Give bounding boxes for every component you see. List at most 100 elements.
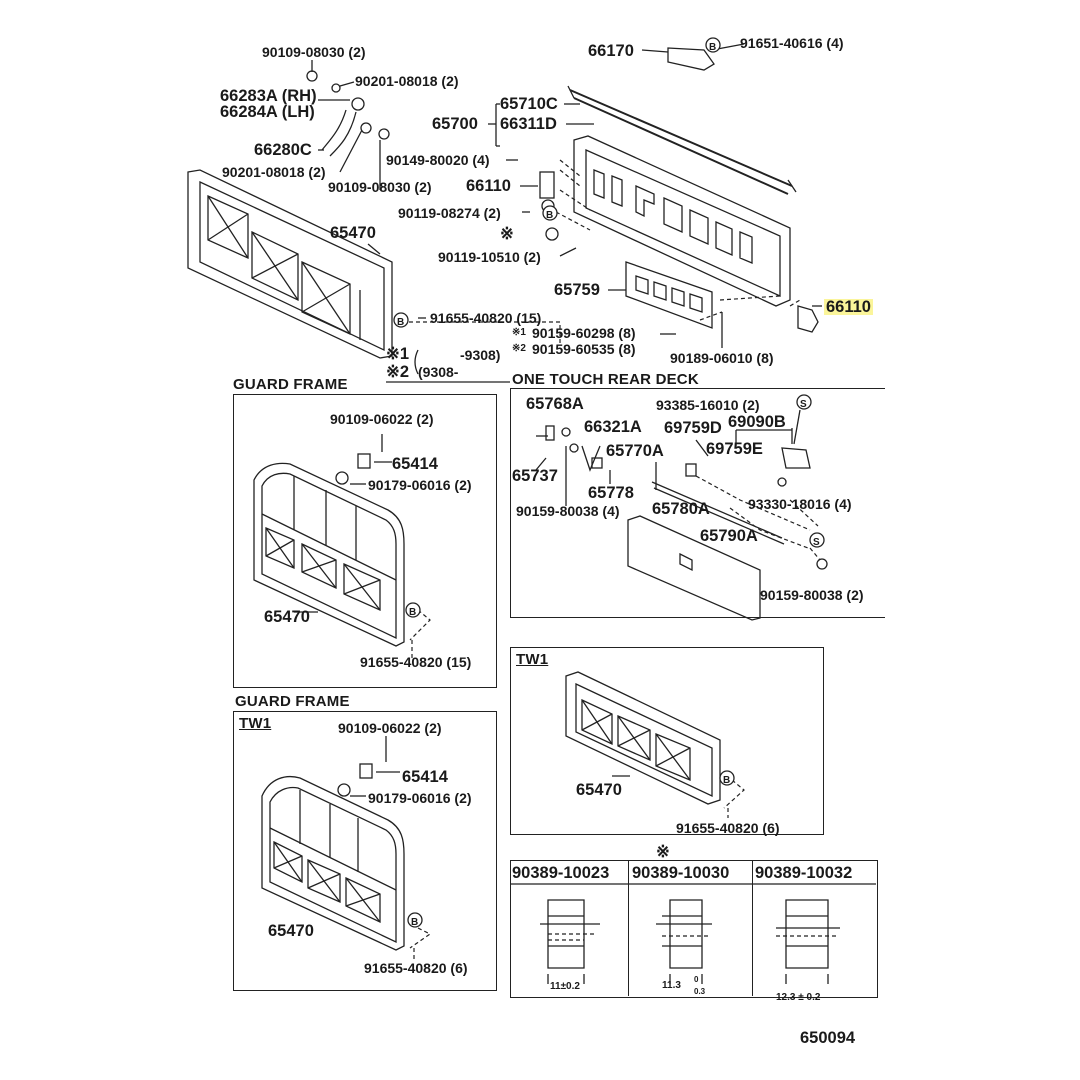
label-asterisk-main: ※ — [500, 225, 514, 243]
rd-label-90159-80038-4: 90159-80038 (4) — [516, 503, 620, 519]
guard-frame-tw1-drawing — [261, 736, 432, 960]
label-66110-left: 66110 — [466, 177, 511, 195]
label-65710C: 65710C — [500, 95, 558, 113]
label-66170: 66170 — [588, 42, 634, 60]
circle-s-2: S — [813, 537, 820, 548]
guard-frame-title: GUARD FRAME — [233, 376, 348, 393]
rd-label-69759D: 69759D — [664, 419, 722, 437]
label-65759: 65759 — [554, 281, 600, 299]
gf-label-screw: 91655-40820 (15) — [360, 654, 472, 670]
rd-label-93330: 93330-18016 (4) — [748, 496, 852, 512]
spacer-table-box — [510, 860, 878, 998]
gf-tw1-label-bolt: 90109-06022 (2) — [338, 720, 442, 736]
circle-s-1: S — [800, 399, 807, 410]
tw1-box — [510, 647, 824, 835]
rd-label-65737: 65737 — [512, 467, 558, 485]
label-90201-08018-bot: 90201-08018 (2) — [222, 164, 326, 180]
label-90189-06010: 90189-06010 (8) — [670, 350, 774, 366]
handle-66170 — [641, 47, 715, 71]
tailgate-65700 — [573, 135, 791, 307]
spacer-part-3: 90389-10032 — [755, 864, 853, 882]
rear-deck-title: ONE TOUCH REAR DECK — [512, 371, 699, 388]
circle-b-3: B — [397, 317, 405, 328]
label-90119-08274: 90119-08274 (2) — [398, 205, 501, 221]
tw1-label-screw: 91655-40820 (6) — [676, 820, 780, 836]
label-91651-40616: 91651-40616 (4) — [740, 35, 844, 51]
figure-id: 650094 — [800, 1029, 856, 1047]
label-90159-60535: 90159-60535 (8) — [532, 341, 636, 357]
label-mark1: ※1 — [512, 327, 526, 338]
spacer-part-1: 90389-10023 — [512, 864, 610, 882]
guard-frame-drawing — [253, 434, 431, 660]
spacer-dim-3: 12.3 ± 0.2 — [776, 992, 821, 1003]
gf-tw1-label-65414: 65414 — [402, 768, 448, 786]
spacer-table-mark: ※ — [656, 843, 670, 861]
label-mark2: ※2 — [512, 343, 526, 354]
rd-label-65780A: 65780A — [652, 500, 710, 518]
label-66284A: 66284A (LH) — [220, 103, 315, 121]
guard-frame-box — [233, 394, 497, 688]
rear-deck-box — [510, 388, 885, 618]
guard-frame-tw1-title: GUARD FRAME — [235, 693, 350, 710]
gf-label-65414: 65414 — [392, 455, 438, 473]
circle-b-1: B — [709, 42, 717, 53]
rd-label-66321A: 66321A — [584, 418, 642, 436]
label-65470-main: 65470 — [330, 224, 376, 242]
spacer-drawings — [510, 883, 876, 984]
rd-label-65768A: 65768A — [526, 395, 584, 413]
tw1-label-frame: 65470 — [576, 781, 622, 799]
label-65700: 65700 — [432, 115, 478, 133]
spacer-dim-2: 11.3 — [662, 980, 681, 991]
tw1-drawing — [565, 671, 745, 818]
note2-mark: ※2 — [386, 363, 410, 381]
rd-label-65778: 65778 — [588, 484, 634, 502]
gf-tw1-label-frame: 65470 — [268, 922, 314, 940]
guard-frame-tw1-variant: TW1 — [239, 715, 272, 732]
gf-tw1-label-screw: 91655-40820 (6) — [364, 960, 468, 976]
rear-deck-drawing — [535, 409, 828, 621]
label-66311D: 66311D — [500, 115, 557, 133]
label-66110-right: 66110 — [824, 298, 873, 316]
rd-label-65790A: 65790A — [700, 527, 758, 545]
rd-label-65770A: 65770A — [606, 442, 664, 460]
cable-66280C — [306, 70, 390, 157]
note2-range: (9308- — [418, 364, 459, 380]
note1-mark: ※1 — [386, 345, 410, 363]
tw1-variant: TW1 — [516, 651, 549, 668]
rail-65710C — [567, 85, 797, 195]
gf-label-nut: 90179-06016 (2) — [368, 477, 472, 493]
note1-range: -9308) — [460, 347, 501, 363]
spacer-col-divider-2 — [752, 860, 753, 996]
circle-markers — [393, 37, 825, 928]
rd-label-69090B: 69090B — [728, 413, 786, 431]
spacer-dim-1: 11±0.2 — [550, 981, 580, 992]
spacer-dim-2-upper: 0 — [694, 975, 699, 984]
label-90109-08030-bot: 90109-08030 (2) — [328, 179, 432, 195]
circle-b-6: B — [723, 775, 731, 786]
gf-tw1-label-nut: 90179-06016 (2) — [368, 790, 472, 806]
spacer-part-2: 90389-10030 — [632, 864, 730, 882]
circle-b-5: B — [411, 917, 419, 928]
label-90149-80020: 90149-80020 (4) — [386, 152, 490, 168]
guard-frame-tw1-box — [233, 711, 497, 991]
plate-65759 — [625, 261, 713, 329]
label-90159-60298: 90159-60298 (8) — [532, 325, 636, 341]
rd-label-69759E: 69759E — [706, 440, 763, 458]
circle-b-2: B — [546, 210, 554, 221]
circle-b-4: B — [409, 607, 417, 618]
label-66280C: 66280C — [254, 141, 312, 159]
label-90119-10510: 90119-10510 (2) — [438, 249, 541, 265]
rd-label-93385: 93385-16010 (2) — [656, 397, 760, 413]
gf-label-frame: 65470 — [264, 608, 310, 626]
gf-label-bolt: 90109-06022 (2) — [330, 411, 434, 427]
spacer-dim-2-lower: 0.3 — [694, 987, 706, 996]
rd-label-90159-80038-2: 90159-80038 (2) — [760, 587, 864, 603]
leaders-main — [311, 43, 822, 383]
label-91655-40820-main: 91655-40820 (15) — [430, 310, 542, 326]
label-90201-08018-top: 90201-08018 (2) — [355, 73, 459, 89]
label-66283A: 66283A (RH) — [220, 87, 317, 105]
spacer-col-divider-1 — [628, 860, 629, 996]
hinge-66110 — [539, 171, 819, 333]
